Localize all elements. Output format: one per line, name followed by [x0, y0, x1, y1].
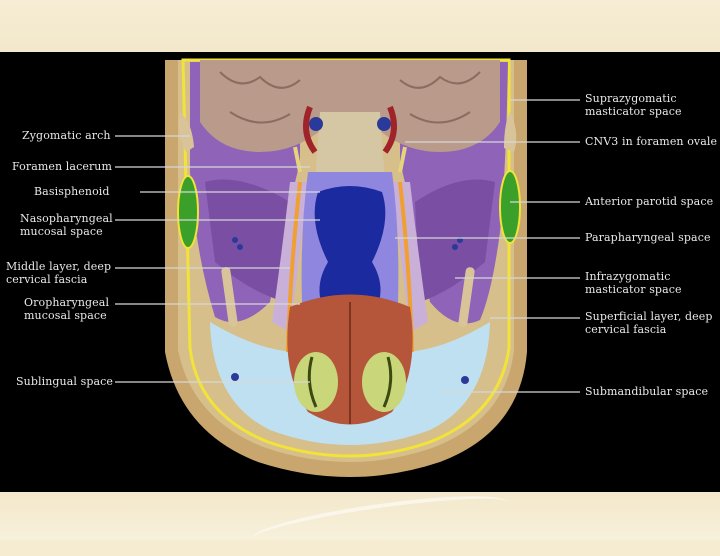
label-middle-layer-deep-cervical-fascia: Middle layer, deep cervical fascia — [6, 260, 112, 286]
vessel-left-2 — [237, 244, 243, 250]
superficial-fascia-line — [181, 58, 511, 458]
coronal-head-neck-diagram — [115, 58, 580, 477]
mandible-ramus-left — [221, 267, 238, 327]
pterygoid-muscle-left — [205, 179, 290, 302]
brain — [200, 60, 500, 152]
label-sublingual-space: Sublingual space — [16, 375, 113, 388]
parapharyngeal-right — [392, 182, 428, 332]
pterygoid-muscle-right — [415, 179, 495, 302]
sublingual-right — [362, 352, 406, 412]
label-submandibular-space: Submandibular space — [585, 385, 709, 398]
label-foramen-lacerum: Foramen lacerum — [12, 160, 113, 173]
label-basisphenoid: Basisphenoid — [34, 185, 110, 198]
label-superficial-layer-deep-cervical-fascia: Superficial layer, deep cervical fascia — [585, 310, 713, 336]
parotid-right — [499, 170, 521, 244]
vessel-right-2 — [452, 244, 458, 250]
anatomy-figure-panel: Zygomatic arch Foramen lacerum Basisphen… — [0, 52, 720, 492]
label-anterior-parotid-space: Anterior parotid space — [585, 195, 714, 208]
label-cnv3-foramen-ovale: CNV3 in foramen ovale — [585, 135, 718, 148]
nasopharynx-airway — [314, 186, 386, 325]
slide-footer-band — [0, 486, 720, 556]
leader-lines-left — [115, 135, 320, 383]
carotid-left — [303, 105, 318, 154]
leader-lines-right — [395, 99, 580, 393]
cnv3-left — [293, 146, 302, 173]
label-oropharyngeal-mucosal-space: Oropharyngeal mucosal space — [24, 296, 110, 322]
cavernous-right — [377, 117, 391, 131]
label-zygomatic-arch: Zygomatic arch — [22, 129, 111, 142]
cnv3-right — [398, 146, 407, 173]
label-suprazygomatic-masticator-space: Suprazygomatic masticator space — [585, 92, 682, 118]
label-infrazygomatic-masticator-space: Infrazygomatic masticator space — [585, 270, 682, 296]
parotid-left — [177, 175, 199, 249]
submandibular-vessel-right — [461, 376, 469, 384]
mandible-ramus-right — [458, 267, 475, 327]
cavernous-left — [309, 117, 323, 131]
brain-gyri — [219, 71, 481, 124]
submandibular-vessel-left — [231, 373, 239, 381]
slide-header-band — [0, 0, 720, 52]
sublingual-duct-right — [382, 356, 393, 408]
label-parapharyngeal-space: Parapharyngeal space — [585, 231, 711, 244]
sublingual-left — [294, 352, 338, 412]
vessel-left-1 — [232, 237, 238, 243]
zygoma-left — [178, 112, 194, 152]
label-nasopharyngeal-mucosal-space: Nasopharyngeal mucosal space — [20, 212, 113, 238]
carotid-right — [382, 105, 397, 154]
basisphenoid — [315, 112, 385, 182]
decorative-swoosh — [248, 486, 512, 556]
